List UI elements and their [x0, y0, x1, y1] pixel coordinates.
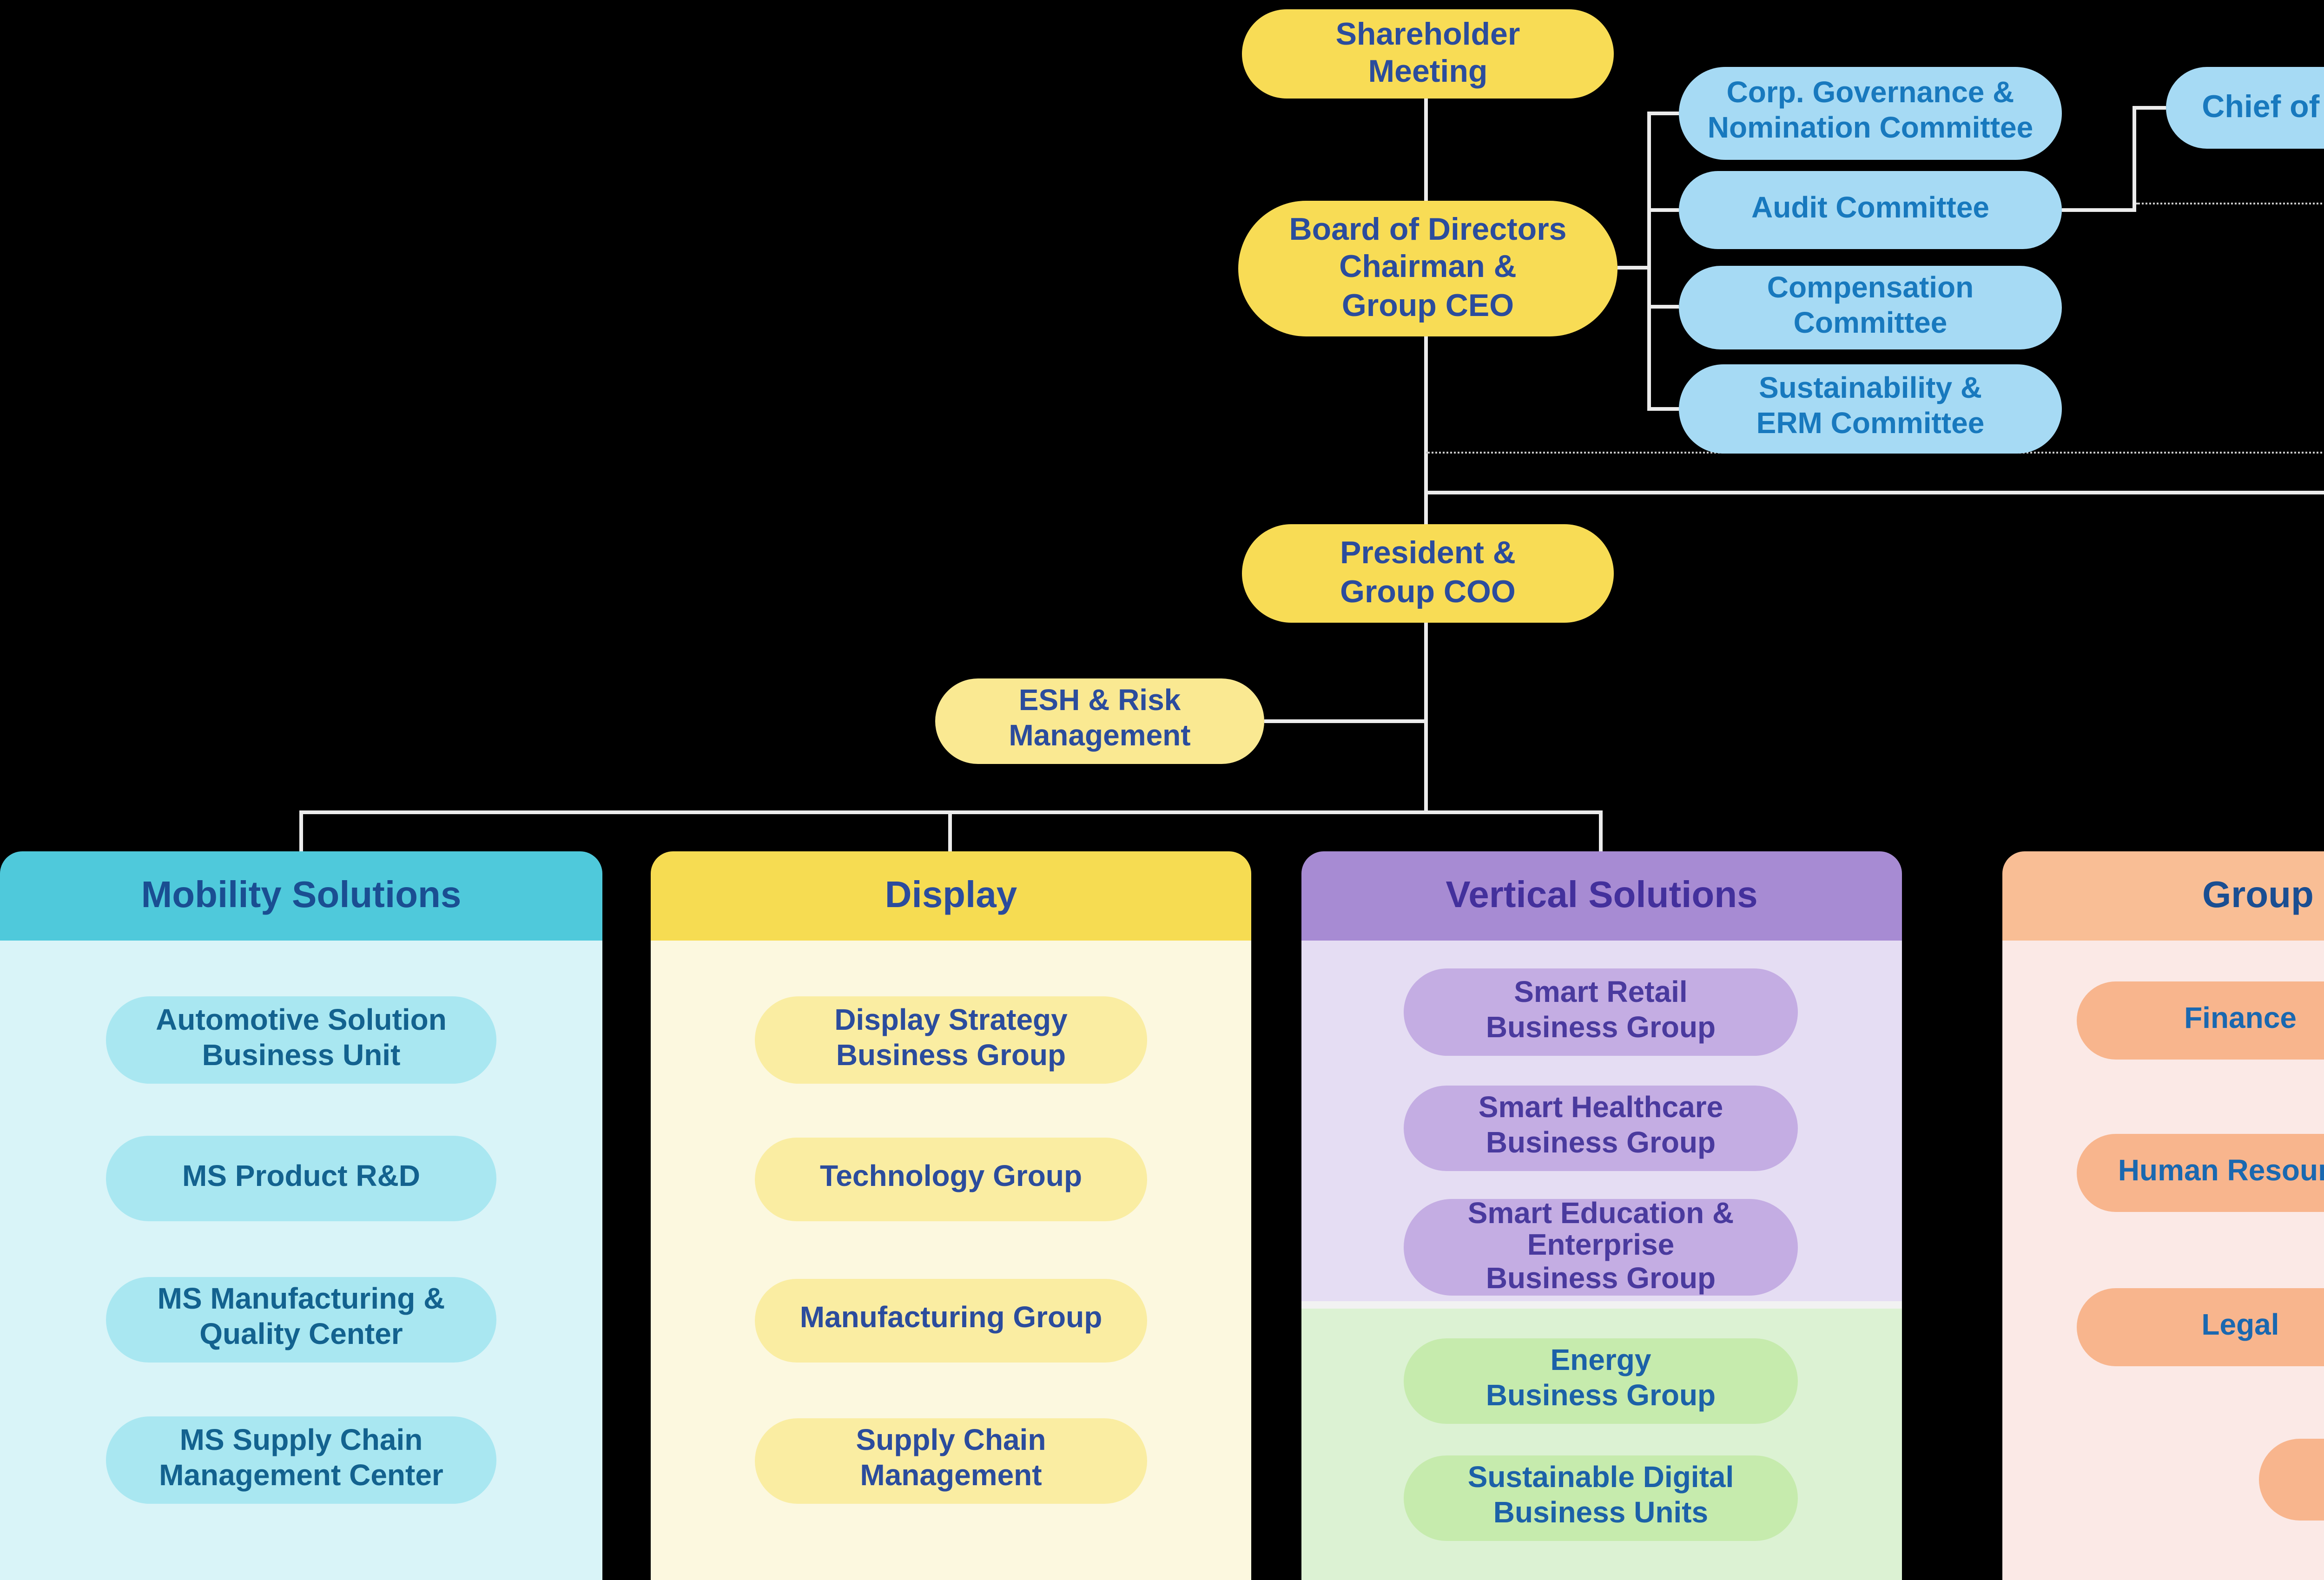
connector-line: [1424, 99, 1428, 203]
node-energy-business-group: Energy Business Group: [1404, 1338, 1798, 1424]
node-automotive-solution-bu: Automotive Solution Business Unit: [106, 996, 496, 1084]
node-auditing: Auditing: [2259, 1439, 2324, 1521]
node-ms-manufacturing-quality: MS Manufacturing & Quality Center: [106, 1277, 496, 1363]
card-infrastructure-title: Group Infrastructure Unit: [2002, 851, 2324, 941]
connector-line: [1618, 266, 1649, 270]
node-committee-sustainability-erm: Sustainability & ERM Committee: [1679, 364, 2062, 454]
node-committee-audit: Audit Committee: [1679, 171, 2062, 249]
node-chief-of-compliance: Chief of Compliance: [2166, 67, 2324, 149]
node-board-of-directors: Board of Directors Chairman & Group CEO: [1238, 201, 1618, 336]
node-ms-product-rd: MS Product R&D: [106, 1136, 496, 1221]
node-finance: Finance: [2077, 981, 2324, 1060]
node-committee-compensation: Compensation Committee: [1679, 266, 2062, 349]
node-ms-supply-chain: MS Supply Chain Management Center: [106, 1416, 496, 1504]
node-esh-risk-management: ESH & Risk Management: [935, 678, 1264, 764]
connector-line: [1649, 208, 1679, 212]
dotted-connector-line: [2136, 203, 2324, 204]
node-president-group-coo: President & Group COO: [1242, 524, 1614, 623]
connector-line: [299, 810, 303, 851]
node-human-resource: Human Resource: [2077, 1134, 2324, 1212]
connector-line: [1424, 623, 1428, 814]
connector-line: [1424, 336, 1428, 526]
connector-line: [1649, 305, 1679, 309]
connector-line: [1647, 112, 1651, 411]
connector-line: [1649, 407, 1679, 411]
connector-line: [2133, 106, 2136, 212]
connector-line: [1264, 719, 1426, 723]
node-smart-education-enterprise-group: Smart Education & Enterprise Business Gr…: [1404, 1198, 1798, 1296]
connector-line: [1424, 491, 2324, 494]
connector-line: [1649, 112, 1679, 115]
node-manufacturing-group: Manufacturing Group: [755, 1279, 1147, 1363]
connector-line: [1599, 810, 1603, 851]
node-smart-retail-group: Smart Retail Business Group: [1404, 968, 1798, 1056]
node-sustainable-digital-units: Sustainable Digital Business Units: [1404, 1455, 1798, 1541]
card-display-title: Display: [651, 851, 1251, 941]
connector-line: [948, 810, 952, 851]
node-committee-corp-governance: Corp. Governance & Nomination Committee: [1679, 67, 2062, 160]
node-smart-healthcare-group: Smart Healthcare Business Group: [1404, 1086, 1798, 1171]
card-vertical-title: Vertical Solutions: [1301, 851, 1902, 941]
node-supply-chain-management: Supply Chain Management: [755, 1418, 1147, 1504]
node-display-strategy-group: Display Strategy Business Group: [755, 996, 1147, 1084]
node-technology-group: Technology Group: [755, 1138, 1147, 1221]
card-mobility-title: Mobility Solutions: [0, 851, 602, 941]
node-legal: Legal: [2077, 1288, 2324, 1366]
card-vertical-divider: [1301, 1301, 1902, 1309]
node-shareholder-meeting: Shareholder Meeting: [1242, 9, 1614, 99]
connector-line: [2133, 106, 2166, 110]
connector-line: [2062, 208, 2136, 212]
